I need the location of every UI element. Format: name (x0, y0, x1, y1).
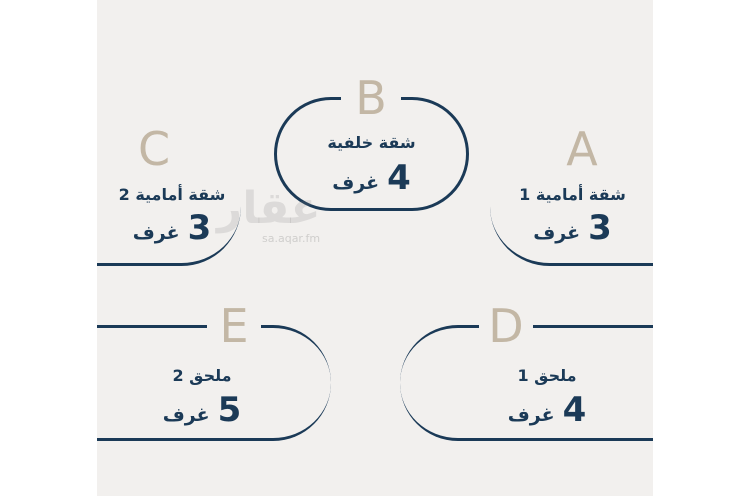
unit-b-rooms-word: غرف (332, 172, 380, 194)
unit-d-rooms: 4 غرف (477, 390, 617, 430)
unit-c-type: شقة أمامية 2 (118, 185, 226, 204)
unit-a-rooms-word: غرف (533, 222, 581, 244)
unit-c-rooms-word: غرف (132, 222, 180, 244)
unit-e-rooms: 5 غرف (127, 390, 277, 430)
unit-e-rooms-word: غرف (162, 404, 210, 426)
unit-e-type: ملحق 2 (172, 366, 232, 385)
unit-d-type: ملحق 1 (517, 366, 577, 385)
unit-a-rooms: 3 غرف (505, 208, 640, 248)
unit-d-rooms-word: غرف (507, 404, 555, 426)
unit-b-letter: B (341, 75, 401, 121)
unit-a-type: شقة أمامية 1 (519, 185, 626, 204)
unit-d-rooms-number: 4 (562, 390, 587, 430)
unit-c-frame (97, 147, 241, 266)
unit-c-letter: C (127, 126, 181, 172)
unit-a-frame (490, 147, 653, 266)
unit-a-letter: A (555, 126, 609, 172)
unit-layout-canvas: B شقة خلفية 4 غرف C شقة أمامية 2 3 غرف A… (97, 0, 653, 496)
unit-b-type: شقة خلفية (327, 133, 416, 152)
watermark-url: sa.aqar.fm (262, 232, 321, 245)
unit-b-rooms: 4 غرف (274, 158, 469, 198)
unit-a-rooms-number: 3 (588, 208, 612, 248)
unit-b-rooms-number: 4 (387, 158, 411, 198)
unit-c-rooms-number: 3 (187, 208, 212, 248)
unit-e-rooms-number: 5 (217, 390, 242, 430)
unit-d-letter: D (479, 303, 533, 349)
unit-c-rooms: 3 غرف (107, 208, 237, 248)
unit-e-letter: E (207, 303, 261, 349)
watermark-logo: عقار (217, 183, 321, 234)
